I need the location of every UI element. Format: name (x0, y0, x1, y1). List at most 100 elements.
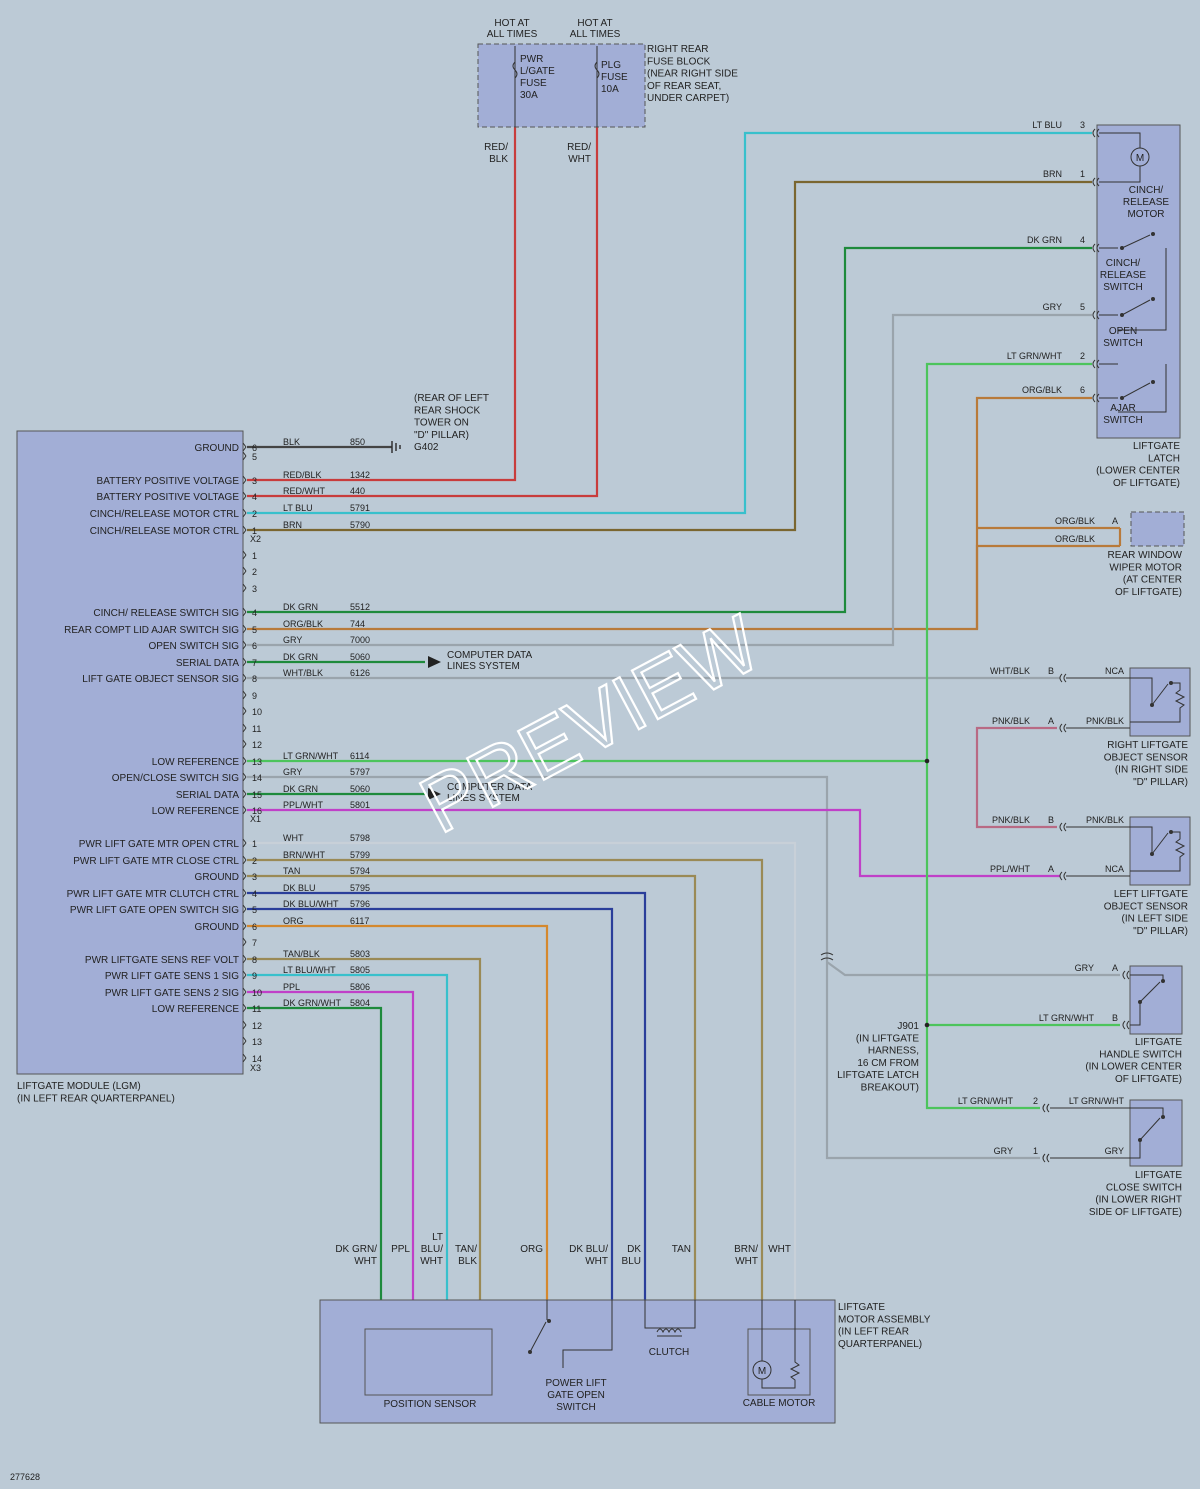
module-wire (247, 131, 1092, 515)
module-pin-connector (242, 892, 247, 898)
module-pin-name: PWR LIFT GATE SENS 1 SIG (105, 971, 239, 982)
module-pin-number: 3 (252, 584, 257, 594)
module-wire-color: BLK (283, 437, 300, 447)
module-pin-connector (242, 1053, 247, 1059)
motor-wire-label-line: WHT (585, 1256, 608, 1267)
module-pin-connector (242, 583, 247, 589)
wires-layer (247, 127, 1122, 1300)
open-switch-leads (546, 1300, 613, 1368)
latch-common-bus (1118, 248, 1167, 331)
motor-assembly-label-line: MOTOR ASSEMBLY (838, 1314, 931, 1325)
cinch-motor-label-line: RELEASE (1123, 197, 1169, 208)
handle-switch-pin-1: A (1112, 963, 1118, 973)
ground-note-line: REAR SHOCK (414, 405, 480, 416)
module-pin-name: LOW REFERENCE (152, 757, 240, 768)
j901-wire (925, 761, 1040, 1110)
module-wire (247, 775, 1040, 1160)
clutch-label: CLUTCH (649, 1347, 690, 1358)
module-pin-number: 11 (252, 724, 261, 734)
wiper-wire-1-color: ORG/BLK (1055, 516, 1095, 526)
latch-wire-color: LT GRN/WHT (1007, 351, 1063, 361)
open-switch-label-line: SWITCH (1103, 338, 1142, 349)
module-circuit-number: 5512 (350, 602, 370, 612)
latch-connector (1092, 359, 1100, 369)
module-pin-connector (242, 690, 247, 696)
module-wire (247, 858, 764, 1300)
module-wire-color: DK BLU/WHT (283, 899, 339, 909)
left-sensor-label-line: (IN LEFT SIDE (1122, 914, 1189, 925)
module-pin-name: PWR LIFT GATE MTR CLOSE CTRL (73, 856, 239, 867)
lt-grn-wht-latch-wire (925, 362, 1092, 761)
left-sensor-wire-1b: PNK/BLK (1086, 815, 1124, 825)
module-pin-connector (242, 789, 247, 795)
liftgate-latch-label-line: LIFTGATE (1133, 441, 1180, 452)
computer-data-label-2-line: LINES SYSTEM (447, 793, 520, 804)
fuse-wire-1-color-line: RED/ (484, 142, 508, 153)
module-circuit-number: 5791 (350, 503, 370, 513)
module-wire-color: PPL/WHT (283, 800, 324, 810)
module-pin-number: 7 (252, 938, 257, 948)
fuse-wire-2-color-line: RED/ (567, 142, 591, 153)
module-wire-color: DK GRN (283, 602, 318, 612)
fuse-1-label-line: L/GATE (520, 66, 555, 77)
liftgate-module-label-line: (IN LEFT REAR QUARTERPANEL) (17, 1093, 175, 1104)
module-circuit-number: 5803 (350, 949, 370, 959)
module-wire-color: LT GRN/WHT (283, 751, 339, 761)
right-sensor-label-line: (IN RIGHT SIDE (1115, 765, 1188, 776)
module-circuit-number: 5795 (350, 883, 370, 893)
module-wire (247, 957, 482, 1300)
module-pin-name: PWR LIFTGATE SENS REF VOLT (85, 955, 239, 966)
latch-pin-number: 2 (1080, 351, 1085, 361)
module-circuit-number: 1342 (350, 470, 370, 480)
splice-j901-label-line: BREAKOUT) (861, 1083, 919, 1094)
close-switch-label-line: (IN LOWER RIGHT (1095, 1195, 1182, 1206)
module-wire (247, 891, 647, 1300)
module-circuit-number: 5806 (350, 982, 370, 992)
splice-j901-dot (924, 1022, 930, 1028)
liftgate-module-label-line: LIFTGATE MODULE (LGM) (17, 1081, 141, 1092)
pnk-blk-wire (975, 726, 1057, 829)
module-pin-connector (242, 958, 247, 964)
handle-switch-pin-2: B (1112, 1013, 1118, 1023)
module-pin-name: CINCH/RELEASE MOTOR CTRL (90, 509, 240, 520)
module-wire (247, 1006, 383, 1300)
left-sensor-wire-2b: NCA (1105, 864, 1124, 874)
module-pin-name: BATTERY POSITIVE VOLTAGE (97, 492, 240, 503)
latch-connector (1092, 128, 1100, 138)
close-switch-connector (1042, 1153, 1050, 1163)
ajar-switch-contact (1151, 380, 1155, 384)
module-pin-connector (242, 1057, 247, 1063)
wiper-motor-label-line: (AT CENTER (1123, 575, 1182, 586)
module-circuit-number: 6117 (350, 916, 369, 926)
module-pin-number: 8 (252, 674, 257, 684)
module-pin-name: SERIAL DATA (176, 658, 239, 669)
module-wire-color: RED/BLK (283, 470, 322, 480)
module-pin-name: LIFT GATE OBJECT SENSOR SIG (82, 674, 239, 685)
module-pin-name: LOW REFERENCE (152, 806, 240, 817)
latch-connector (1092, 177, 1100, 187)
module-wire-color: ORG/BLK (283, 619, 323, 629)
fuse-1-element (512, 61, 518, 79)
module-pin-connector (242, 776, 247, 782)
computer-data-label-line: COMPUTER DATA (447, 650, 533, 661)
module-pin-number: 9 (252, 971, 257, 981)
latch-pin-number: 1 (1080, 169, 1085, 179)
liftgate-latch-label-line: LATCH (1148, 453, 1180, 464)
module-pin-number: 11 (252, 1004, 261, 1014)
latch-pin-number: 3 (1080, 120, 1085, 130)
cinch-switch-blade (1121, 234, 1151, 249)
module-circuit-number: 5796 (350, 899, 370, 909)
latch-wire-color: ORG/BLK (1022, 385, 1062, 395)
module-circuit-number: 6114 (350, 751, 369, 761)
module-pin-number: 6 (252, 922, 257, 932)
left-sensor-label-line: "D" PILLAR) (1133, 926, 1188, 937)
ajar-switch-label-line: SWITCH (1103, 415, 1142, 426)
module-pin-connector (242, 475, 247, 481)
module-pin-name: SERIAL DATA (176, 790, 239, 801)
cinch-switch-contact (1151, 232, 1155, 236)
module-circuit-number: 5804 (350, 998, 370, 1008)
module-pin-number: 3 (252, 476, 257, 486)
right-sensor-resistor (1130, 677, 1186, 723)
left-sensor-resistor (1130, 826, 1186, 872)
